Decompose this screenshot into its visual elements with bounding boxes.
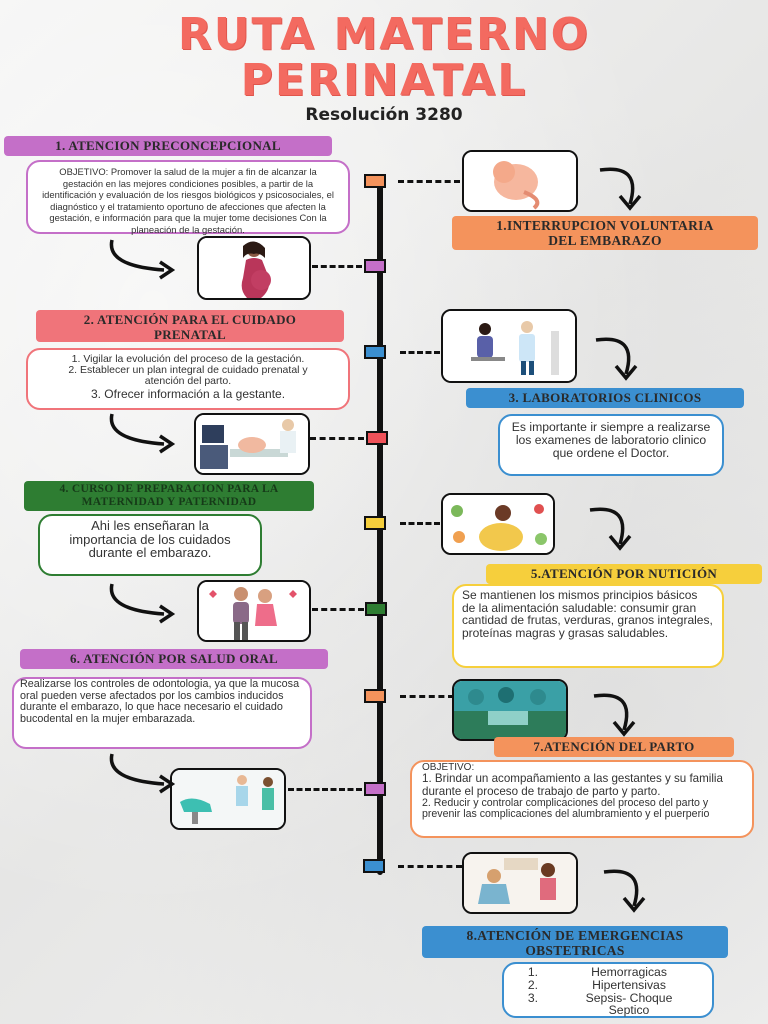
step8-banner: 8.ATENCIÓN DE EMERGENCIAS OBSTETRICAS <box>422 926 728 958</box>
emergency-care-icon <box>464 854 576 912</box>
step2-text-box: 1. Vigilar la evolución del proceso de l… <box>26 348 350 410</box>
step8-item-1-text: Hemorragicas <box>591 965 667 979</box>
timeline-node-3 <box>364 345 386 359</box>
step2-item-1: 1. Vigilar la evolución del proceso de l… <box>71 353 305 365</box>
step7-text-box: OBJETIVO: 1. Brindar un acompañamiento a… <box>410 760 754 838</box>
pregnant-woman-image <box>197 236 311 300</box>
nutrition-image <box>441 493 555 555</box>
nutrition-icon <box>443 495 553 553</box>
timeline-node-1 <box>364 174 386 188</box>
delivery-room-image <box>452 679 568 741</box>
dental-clinic-icon <box>172 770 284 828</box>
step8-item-2-num: 2. <box>527 977 539 992</box>
curved-arrow-icon <box>109 413 176 454</box>
subtitle: Resolución 3280 <box>305 105 463 125</box>
step1-objective: OBJETIVO: Promover la salud de la mujer … <box>42 166 334 235</box>
step5-text-box: Se mantienen los mismos principios básic… <box>452 584 724 668</box>
page-title-line2: PERINATAL <box>240 55 528 106</box>
laboratory-icon <box>443 311 575 381</box>
timeline-node-5 <box>364 516 386 530</box>
emergency-care-image <box>462 852 578 914</box>
step2-banner-line2: PRENATAL <box>154 327 226 342</box>
ultrasound-image <box>194 413 310 475</box>
curved-arrow-icon <box>593 693 636 737</box>
step8-item-2: 2. Hipertensivas <box>512 977 704 992</box>
step8-banner-line1: 8.ATENCIÓN DE EMERGENCIAS <box>466 928 684 943</box>
step4-banner: 4. CURSO DE PREPARACION PARA LA MATERNID… <box>24 481 314 511</box>
connector <box>400 351 440 354</box>
curved-arrow-icon <box>603 869 646 913</box>
curved-arrow-icon <box>599 167 642 211</box>
step6-banner: 6. ATENCIÓN POR SALUD ORAL <box>20 649 328 669</box>
curved-arrow-icon <box>109 239 176 280</box>
ive-banner-line2: DEL EMBARAZO <box>548 233 662 248</box>
couple-icon <box>199 582 309 640</box>
step3-text: Es importante ir siempre a realizarse lo… <box>511 420 711 460</box>
step8-item-3-cont: Septico <box>608 1003 650 1018</box>
step6-text: Realizarse los controles de odontologia,… <box>20 678 300 725</box>
step8-item-3-num: 3. <box>527 990 539 1005</box>
timeline-node-9 <box>363 859 385 873</box>
timeline-node-2 <box>364 259 386 273</box>
connector <box>398 180 460 183</box>
step4-banner-line2: MATERNIDAD Y PATERNIDAD <box>81 495 257 508</box>
step8-text-box: 1. Hemorragicas 2. Hipertensivas 3. Seps… <box>502 962 714 1018</box>
fetus-image <box>462 150 578 212</box>
couple-image <box>197 580 311 642</box>
connector <box>400 695 454 698</box>
curved-arrow-icon <box>589 507 632 551</box>
curved-arrow-icon <box>109 583 176 624</box>
step2-banner-line1: 2. ATENCIÓN PARA EL CUIDADO <box>83 312 297 327</box>
step8-item-3: 3. Sepsis- Choque <box>512 990 704 1005</box>
timeline-node-7 <box>364 689 386 703</box>
connector <box>288 788 362 791</box>
step1-text-box: OBJETIVO: Promover la salud de la mujer … <box>26 160 350 235</box>
dental-clinic-image <box>170 768 286 830</box>
step4-banner-line1: 4. CURSO DE PREPARACION PARA LA <box>59 483 279 495</box>
step5-banner: 5.ATENCIÓN POR NUTICIÓN <box>486 564 762 584</box>
connector <box>398 865 462 868</box>
timeline-node-4 <box>366 431 388 445</box>
step8-item-1: 1. Hemorragicas <box>512 966 704 979</box>
step8-item-2-text: Hipertensivas <box>592 977 666 992</box>
step8-item-1-num: 1. <box>527 965 539 979</box>
ive-banner: 1.INTERRUPCION VOLUNTARIA DEL EMBARAZO <box>452 216 758 250</box>
lab-image <box>441 309 577 383</box>
step6-text-box: Realizarse los controles de odontologia,… <box>12 677 312 749</box>
timeline-node-8 <box>364 782 386 796</box>
step4-text-box: Ahi les enseñaran la importancia de los … <box>38 514 262 576</box>
curved-arrow-icon <box>109 753 176 794</box>
step2-item-3: 3. Ofrecer información a la gestante. <box>90 386 286 401</box>
step8-banner-line2: OBSTETRICAS <box>525 943 625 958</box>
connector <box>400 522 440 525</box>
fetus-icon <box>464 152 576 210</box>
delivery-room-icon <box>454 681 566 739</box>
step7-objective-label: OBJETIVO: <box>422 762 475 773</box>
step3-banner: 3. LABORATORIOS CLINICOS <box>466 388 744 408</box>
step8-item-3-text: Sepsis- Choque <box>585 990 673 1005</box>
step3-text-box: Es importante ir siempre a realizarse lo… <box>498 414 724 476</box>
step7-item-2: 2. Reducir y controlar complicaciones de… <box>422 797 710 821</box>
curved-arrow-icon <box>595 337 638 381</box>
page-title-line1: RUTA MATERNO <box>177 9 591 60</box>
step5-text: Se mantienen los mismos principios básic… <box>462 588 713 640</box>
step4-text: Ahi les enseñaran la importancia de los … <box>69 518 231 560</box>
step7-item-1: 1. Brindar un acompañamiento a las gesta… <box>422 772 723 798</box>
step2-item-2: 2. Establecer un plan integral de cuidad… <box>68 364 308 388</box>
connector <box>312 265 362 268</box>
pregnant-woman-icon <box>199 238 309 298</box>
step2-banner: 2. ATENCIÓN PARA EL CUIDADO PRENATAL <box>36 310 344 342</box>
timeline-node-6 <box>365 602 387 616</box>
ive-banner-line1: 1.INTERRUPCION VOLUNTARIA <box>496 218 714 233</box>
step7-banner: 7.ATENCIÓN DEL PARTO <box>494 737 734 757</box>
connector <box>312 608 364 611</box>
connector <box>310 437 364 440</box>
ultrasound-icon <box>196 415 308 473</box>
step1-banner: 1. ATENCION PRECONCEPCIONAL <box>4 136 332 156</box>
